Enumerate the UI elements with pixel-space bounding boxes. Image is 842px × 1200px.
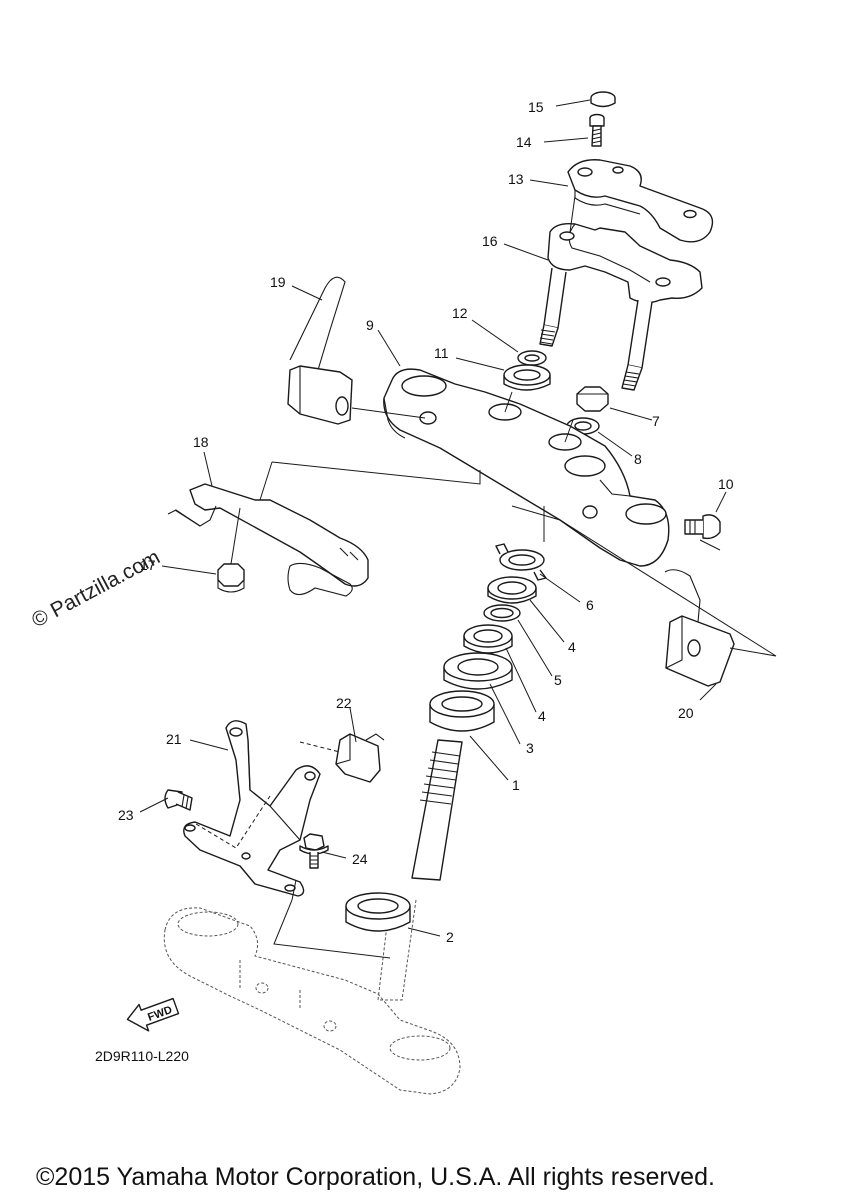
part-6-lock-washer[interactable]: [495, 543, 547, 581]
fwd-arrow-icon: FWD: [126, 997, 180, 1032]
diagram-code: 2D9R110-L220: [95, 1048, 189, 1064]
part-24-bolt[interactable]: [299, 833, 329, 869]
part-23-bolt[interactable]: [164, 789, 193, 811]
part-20-bracket[interactable]: [664, 569, 735, 687]
callout-3[interactable]: 3: [526, 740, 534, 756]
callout-7[interactable]: 7: [652, 413, 660, 429]
part-18-bracket[interactable]: [167, 483, 369, 597]
part-1-upper-bearing[interactable]: [429, 690, 495, 732]
part-17-nut[interactable]: [217, 563, 245, 593]
part-2-lower-bearing[interactable]: [345, 892, 411, 932]
part-22-clip[interactable]: [335, 733, 385, 783]
part-7-nut[interactable]: [576, 386, 609, 412]
callout-leaders: [139, 99, 727, 937]
part-21-bracket[interactable]: [183, 720, 321, 897]
callout-10[interactable]: 10: [718, 476, 734, 492]
callout-8[interactable]: 8: [634, 451, 642, 467]
part-4-ring-nut-upper[interactable]: [487, 576, 537, 604]
callout-16[interactable]: 16: [482, 233, 498, 249]
callout-4-lower[interactable]: 4: [538, 708, 546, 724]
part-4-ring-nut-lower[interactable]: [463, 624, 513, 654]
callout-6[interactable]: 6: [586, 597, 594, 613]
callout-2[interactable]: 2: [446, 929, 454, 945]
part-10-bolt[interactable]: [684, 514, 721, 540]
callout-labels: 15 14 13 16 19 12 9 11 7 8 18 10 17 6 4 …: [118, 99, 734, 945]
callout-24[interactable]: 24: [352, 851, 368, 867]
callout-19[interactable]: 19: [270, 274, 286, 290]
callout-11[interactable]: 11: [434, 345, 449, 361]
callout-9[interactable]: 9: [366, 317, 374, 333]
callout-5[interactable]: 5: [554, 672, 562, 688]
callout-4[interactable]: 4: [568, 639, 576, 655]
callout-18[interactable]: 18: [193, 434, 209, 450]
part-11-damper[interactable]: [503, 364, 551, 391]
part-9-upper-bracket[interactable]: [383, 368, 670, 567]
callout-21[interactable]: 21: [166, 731, 182, 747]
part-13-upper-holder[interactable]: [567, 159, 714, 243]
copyright-notice: ©2015 Yamaha Motor Corporation, U.S.A. A…: [36, 1163, 715, 1191]
part-12-washer[interactable]: [517, 350, 547, 366]
callout-14[interactable]: 14: [516, 134, 532, 150]
part-19-clip[interactable]: [287, 276, 426, 425]
callout-22[interactable]: 22: [336, 695, 352, 711]
callout-17[interactable]: 17: [140, 557, 156, 573]
callout-15[interactable]: 15: [528, 99, 544, 115]
callout-1[interactable]: 1: [512, 777, 520, 793]
part-14-bolt[interactable]: [589, 113, 605, 147]
callout-12[interactable]: 12: [452, 305, 468, 321]
part-15-cap[interactable]: [590, 91, 616, 108]
callout-13[interactable]: 13: [508, 171, 524, 187]
part-5-rubber-washer[interactable]: [483, 604, 521, 622]
part-16-lower-holder[interactable]: [539, 195, 703, 391]
steering-stem: [377, 739, 463, 1001]
lower-bracket-ghost: [163, 907, 461, 1095]
assembly-lines: [195, 461, 777, 959]
callout-20[interactable]: 20: [678, 705, 694, 721]
callout-23[interactable]: 23: [118, 807, 134, 823]
part-3-bearing-cover[interactable]: [443, 652, 513, 690]
